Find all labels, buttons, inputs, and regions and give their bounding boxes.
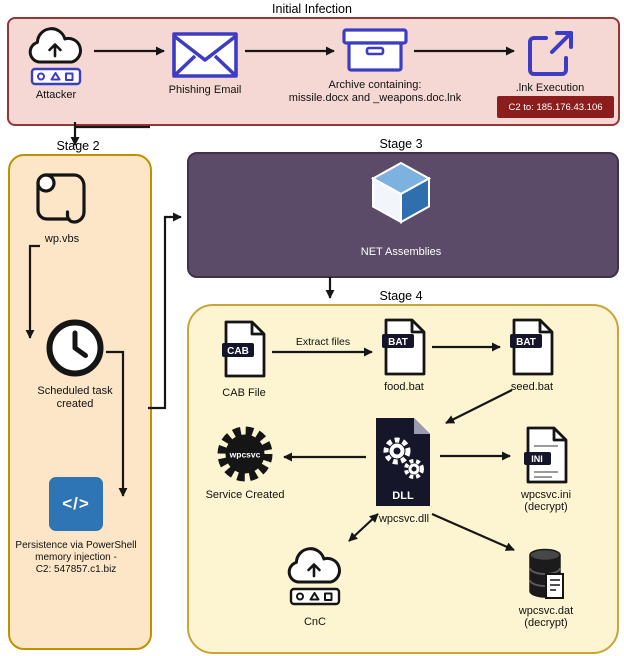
persistence-label-line1: Persistence via PowerShell	[15, 540, 137, 551]
initial-infection-box	[7, 17, 620, 126]
persistence-label-line3: C2: 547857.c1.biz	[35, 564, 117, 575]
cab-file-icon: CAB	[221, 320, 267, 378]
service-gear-text: wpcsvc	[229, 450, 261, 460]
initial-infection-title: Initial Infection	[272, 2, 352, 16]
food-bat-file-icon: BAT	[381, 318, 427, 376]
archive-icon	[342, 27, 408, 73]
cab-banner-text: CAB	[227, 346, 249, 357]
service-created-label: Service Created	[205, 489, 285, 501]
ini-banner-text: INI	[531, 454, 543, 464]
archive-label-line1: Archive containing:	[328, 79, 422, 91]
scheduled-task-label-line2: created	[56, 398, 94, 410]
stage2-title: Stage 2	[56, 139, 100, 153]
stage2-box	[8, 154, 152, 650]
dll-file-icon: DLL	[372, 416, 434, 508]
wpcsvc-dat-label-line2: (decrypt)	[524, 617, 568, 629]
extract-files-label: Extract files	[295, 336, 351, 348]
wpvbs-label: wp.vbs	[44, 233, 80, 245]
clock-icon	[45, 318, 105, 378]
lnk-execution-icon	[524, 28, 576, 80]
seed-bat-banner-text: BAT	[516, 337, 536, 348]
attacker-label: Attacker	[35, 89, 77, 101]
stage3-title: Stage 3	[379, 137, 423, 151]
seed-bat-file-icon: BAT	[509, 318, 555, 376]
cab-file-label: CAB File	[222, 387, 266, 399]
ini-file-icon: INI	[523, 426, 569, 484]
stage4-title: Stage 4	[379, 289, 423, 303]
food-bat-banner-text: BAT	[388, 337, 408, 348]
phishing-email-label: Phishing Email	[168, 84, 242, 96]
dll-banner-text: DLL	[392, 490, 414, 502]
service-gear-icon: wpcsvc	[215, 424, 275, 484]
cnc-label: CnC	[303, 616, 326, 628]
c2-address-banner: C2 to: 185.176.43.106	[497, 96, 614, 118]
food-bat-label: food.bat	[384, 381, 424, 393]
cnc-botnet-icon	[283, 544, 347, 608]
net-assemblies-cube-icon	[369, 160, 433, 224]
scheduled-task-label-line1: Scheduled task	[37, 385, 113, 397]
script-scroll-icon	[32, 168, 92, 228]
dat-database-icon	[526, 546, 566, 604]
persistence-label-line2: memory injection -	[35, 552, 117, 563]
wpcsvc-ini-label-line1: wpcsvc.ini	[520, 489, 572, 501]
attacker-botnet-icon	[24, 24, 88, 88]
wpcsvc-dat-label-line1: wpcsvc.dat	[518, 605, 574, 617]
archive-label-line2: missile.docx and _weapons.doc.lnk	[288, 92, 462, 104]
lnk-execution-label: .lnk Execution	[515, 82, 585, 94]
arrow-stage2-to-stage3	[148, 212, 182, 410]
phishing-email-icon	[172, 32, 238, 78]
wpcsvc-ini-label-line2: (decrypt)	[524, 501, 568, 513]
net-assemblies-label: NET Assemblies	[360, 246, 442, 258]
seed-bat-label: seed.bat	[510, 381, 554, 393]
wpcsvc-dll-label: wpcsvc.dll	[378, 513, 430, 525]
powershell-code-icon: </>	[49, 477, 103, 531]
